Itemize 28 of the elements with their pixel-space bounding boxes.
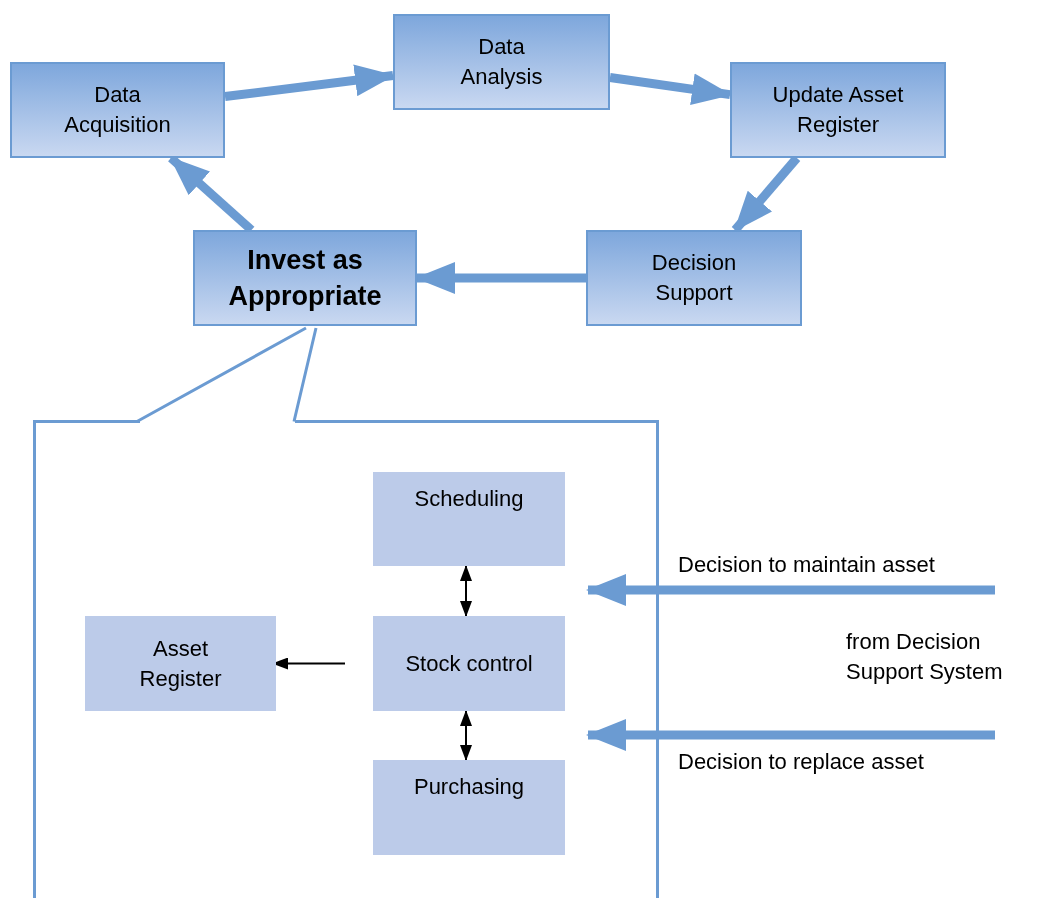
box-label: Scheduling xyxy=(414,485,524,513)
arrow xyxy=(224,64,395,102)
arrow xyxy=(586,574,995,606)
process-box xyxy=(586,230,802,326)
box-label: Asset Register xyxy=(138,634,223,693)
box-label: Data Acquisition xyxy=(63,81,172,139)
note-text: from Decision Support System xyxy=(846,628,1004,686)
module-box xyxy=(373,616,565,711)
box-label: Stock control xyxy=(405,649,533,678)
arrow xyxy=(460,565,472,617)
process-box xyxy=(10,62,225,158)
box-label: Purchasing xyxy=(413,773,525,801)
arrow xyxy=(460,710,472,761)
process-box xyxy=(193,230,417,326)
arrow xyxy=(609,73,732,106)
module-box xyxy=(373,472,565,566)
callout-panel xyxy=(33,420,659,898)
box-label: Data Analysis xyxy=(459,33,544,91)
module-box xyxy=(373,760,565,855)
box-label: Decision Support xyxy=(650,249,738,307)
edge-label: Decision to replace asset xyxy=(678,748,924,776)
box-label: Update Asset Register xyxy=(771,81,905,139)
box-label: Invest as Appropriate xyxy=(227,244,383,313)
process-box xyxy=(730,62,946,158)
edge-label: Decision to maintain asset xyxy=(678,551,935,579)
process-box xyxy=(393,14,610,110)
module-box xyxy=(85,616,276,711)
arrow xyxy=(586,719,995,751)
